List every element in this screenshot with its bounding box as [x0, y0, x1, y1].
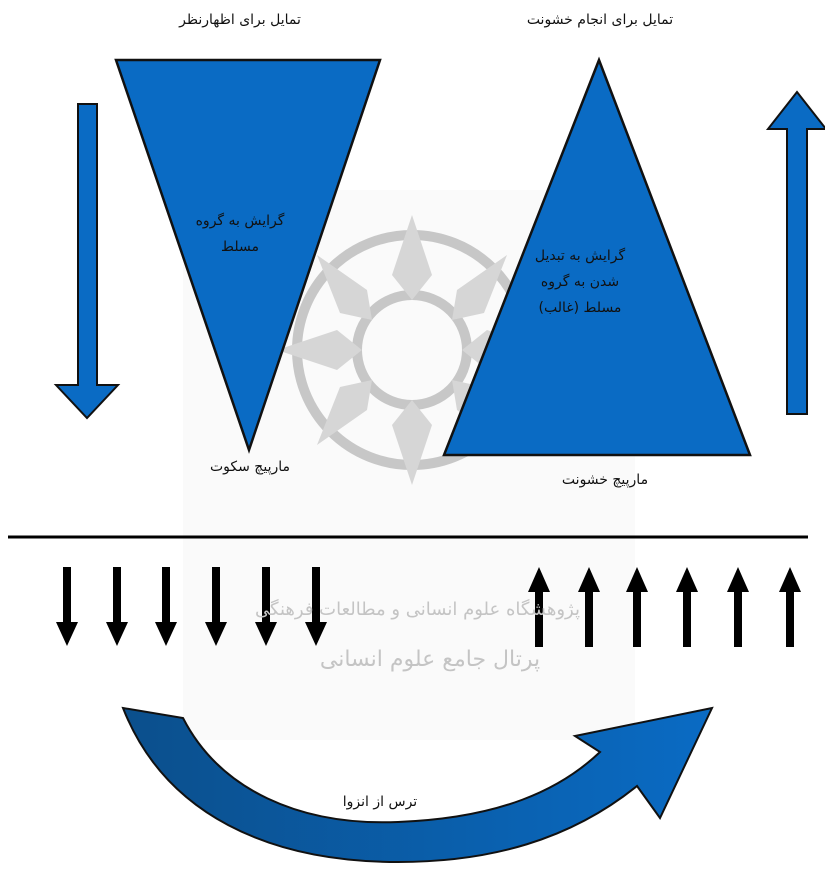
small-down-arrow [106, 567, 128, 646]
left-down-arrow [53, 103, 121, 420]
top-right-label: تمایل برای انجام خشونت [526, 12, 674, 28]
small-up-arrow [528, 567, 550, 647]
up-arrow-group [528, 567, 801, 647]
small-down-arrow [56, 567, 78, 646]
left-triangle-text-line2: مسلط [221, 239, 259, 255]
right-triangle-text-line3: مسلط (غالب) [538, 300, 622, 316]
left-bottom-label: مارپیچ سکوت [209, 459, 290, 475]
watermark-line2: پرتال جامع علوم انسانی [319, 647, 541, 672]
right-triangle-text-line1: گرایش به تبدیل [534, 248, 626, 264]
right-triangle-text-line2: شدن به گروه [540, 274, 620, 290]
curve-label: ترس از انزوا [342, 794, 418, 810]
top-left-label: تمایل برای اظهارنظر [179, 12, 301, 28]
left-triangle-text-line1: گرایش به گروه [195, 213, 285, 229]
small-up-arrow [779, 567, 801, 647]
small-up-arrow [578, 567, 600, 647]
right-upright-triangle [442, 56, 752, 457]
small-up-arrow [676, 567, 698, 647]
watermark-line1: پژوهشگاه علوم انسانی و مطالعات فرهنگی [255, 599, 580, 620]
small-up-arrow [626, 567, 648, 647]
left-triangle-text: گرایش به گروه مسلط [170, 208, 310, 260]
small-down-arrow [305, 567, 327, 646]
down-arrow-group [56, 567, 327, 646]
small-down-arrow [155, 567, 177, 646]
left-inverted-triangle [114, 58, 382, 454]
small-down-arrow [255, 567, 277, 646]
right-up-arrow [765, 90, 825, 415]
right-bottom-label: مارپیچ خشونت [561, 472, 649, 488]
right-triangle-text: گرایش به تبدیل شدن به گروه مسلط (غالب) [505, 243, 655, 321]
fear-curve-arrow [121, 706, 714, 864]
small-up-arrow [727, 567, 749, 647]
small-down-arrow [205, 567, 227, 646]
